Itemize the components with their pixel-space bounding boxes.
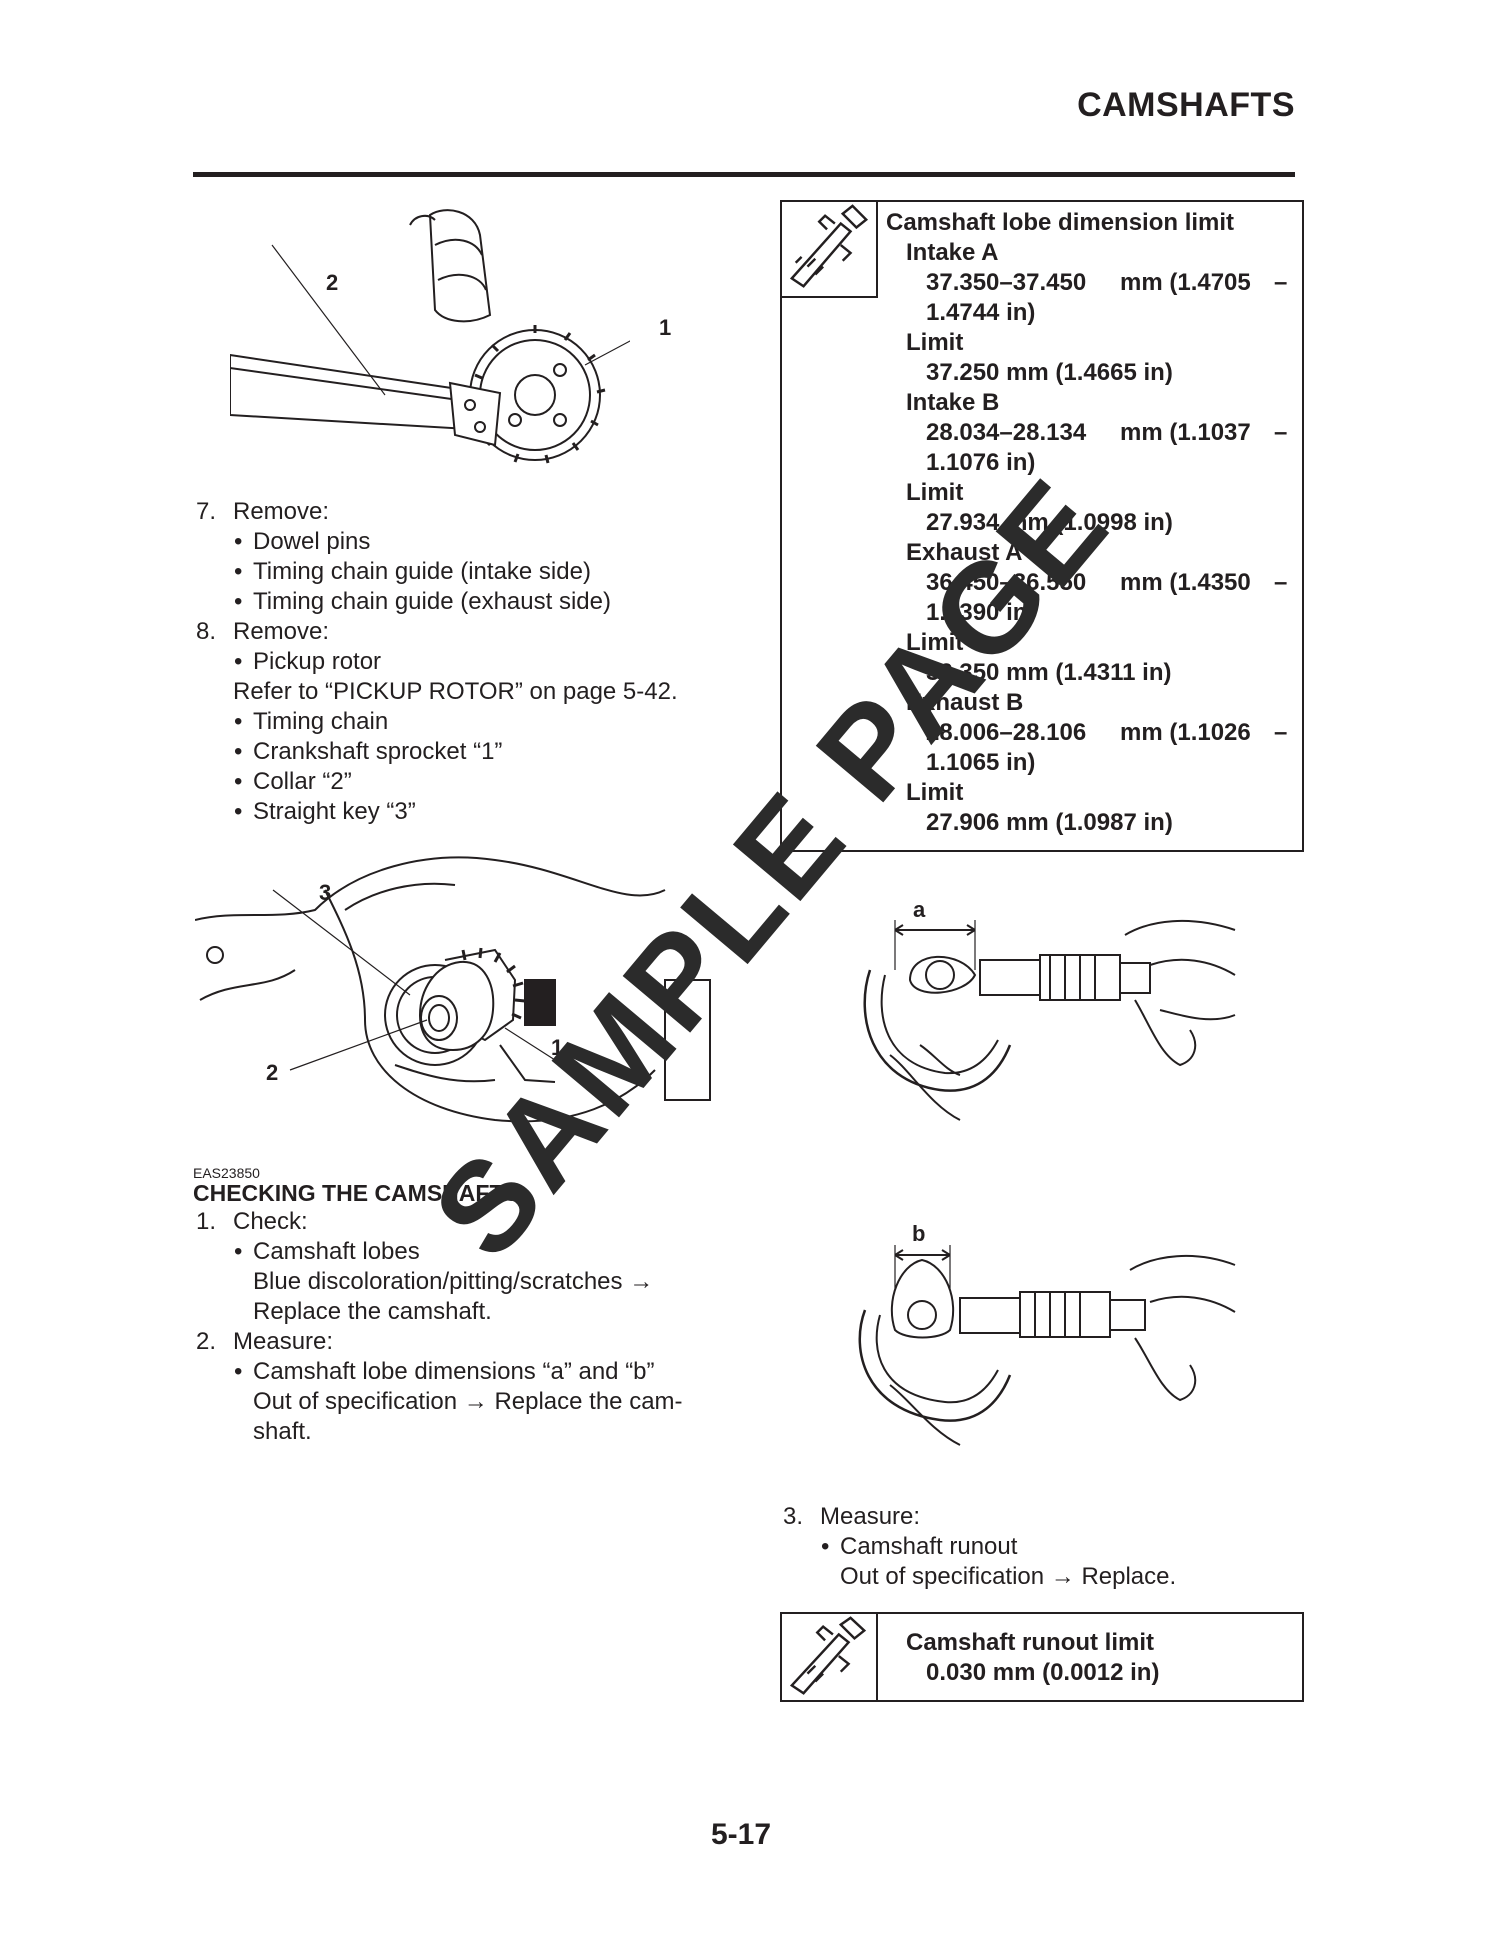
step8-item: Timing chain [234,707,388,737]
spec-runout-value: 0.030 mm (0.0012 in) [926,1659,1160,1686]
step8-item: Collar “2” [234,767,352,797]
check-step1-label: Check: [233,1208,308,1235]
spec-intake-b-label: Intake B [906,389,1000,416]
check-step2-detail: shaft. [253,1418,312,1445]
spec-exhaust-a-std: mm (1.4350 [1120,569,1251,596]
check-step1-item: Camshaft lobes [234,1237,420,1267]
figure-micrometer-b [850,1230,1240,1450]
spec-intake-b-std: – [1274,419,1288,446]
check-step2-label: Measure: [233,1328,334,1355]
spec-exhaust-a-std: – [1274,569,1288,596]
spec-intake-a-std: – [1274,269,1288,296]
step8-label: Remove: [233,618,330,645]
step3-number: 3. [783,1503,804,1530]
spec-box-lobe-limit: Camshaft lobe dimension limit Intake A 3… [780,200,1304,852]
step8-item: Pickup rotor [234,647,381,677]
spec-intake-a-label: Intake A [906,239,999,266]
step8-item: Straight key “3” [234,797,416,827]
spec-exhaust-a-limit-label: Limit [906,629,964,656]
spec-intake-b-limit-label: Limit [906,479,964,506]
spec-intake-b-std: 1.1076 in) [926,449,1036,476]
spec-intake-a-limit-label: Limit [906,329,964,356]
spec-exhaust-b-std: mm (1.1026 [1120,719,1251,746]
step3-item: Camshaft runout [821,1532,1017,1562]
spec-intake-a-std: mm (1.4705 [1120,269,1251,296]
spec-intake-a-std: 37.350–37.450 [926,269,1087,296]
spec-exhaust-a-limit: 36.350 mm (1.4311 in) [926,659,1172,686]
figure-camshaft-sprocket [230,205,630,475]
spec-exhaust-b-limit-label: Limit [906,779,964,806]
step8-item: Crankshaft sprocket “1” [234,737,502,767]
page-title: CAMSHAFTS [1077,86,1295,124]
check-step2-detail: Out of specification → Replace the cam- [253,1388,683,1415]
spec-intake-a-limit: 37.250 mm (1.4665 in) [926,359,1173,386]
step7-item: Timing chain guide (intake side) [234,557,591,587]
step7-item: Timing chain guide (exhaust side) [234,587,611,617]
section-code: EAS23850 [193,1165,260,1181]
spec-intake-b-limit: 27.934 mm (1.0998 in) [926,509,1173,536]
spec-intake-b-std: mm (1.1037 [1120,419,1251,446]
spec-intake-b-std: 28.034–28.134 [926,419,1087,446]
step8-note: Refer to “PICKUP ROTOR” on page 5-42. [233,678,678,705]
spec-runout-title: Camshaft runout limit [906,1629,1155,1656]
header-rule [193,172,1295,177]
figure1-callout-1: 1 [659,315,672,340]
spec-exhaust-b-label: Exhaust B [906,689,1024,716]
check-step2-item: Camshaft lobe dimensions “a” and “b” [234,1357,655,1387]
page-number: 5-17 [711,1818,772,1851]
spec-lobe-title: Camshaft lobe dimension limit [886,209,1235,236]
step7-item: Dowel pins [234,527,370,557]
spec-exhaust-b-std: 1.1065 in) [926,749,1036,776]
figure-crankshaft-sprocket [195,850,715,1150]
spec-exhaust-a-std: 1.4390 in) [926,599,1036,626]
spec-exhaust-b-std: – [1274,719,1288,746]
step3-detail: Out of specification → Replace. [840,1563,1177,1590]
figure4-callout-b: b [912,1221,926,1246]
spec-exhaust-b-limit: 27.906 mm (1.0987 in) [926,809,1173,836]
figure2-callout-1: 1 [551,1035,564,1060]
spec-exhaust-b-std: 28.006–28.106 [926,719,1087,746]
caliper-icon [782,202,878,298]
spec-exhaust-a-label: Exhaust A [906,539,1023,566]
check-step1-detail: Replace the camshaft. [253,1298,492,1325]
figure2-callout-3: 3 [319,880,332,905]
step7-number: 7. [196,498,217,525]
step8-number: 8. [196,618,217,645]
step3-label: Measure: [820,1503,921,1530]
figure2-callout-2: 2 [266,1060,279,1085]
spec-exhaust-a-std: 36.450–36.550 [926,569,1087,596]
figure-micrometer-a [850,895,1240,1125]
spec-box-runout-limit: Camshaft runout limit 0.030 mm (0.0012 i… [780,1612,1304,1702]
check-step2-number: 2. [196,1328,217,1355]
section-title: CHECKING THE CAMSHAFTS [193,1180,519,1206]
step7-label: Remove: [233,498,330,525]
figure1-callout-2: 2 [326,270,339,295]
figure3-callout-a: a [913,897,926,922]
caliper-icon [782,1614,878,1700]
spec-intake-a-std: 1.4744 in) [926,299,1036,326]
check-step1-number: 1. [196,1208,217,1235]
check-step1-detail: Blue discoloration/pitting/scratches → [253,1268,654,1295]
